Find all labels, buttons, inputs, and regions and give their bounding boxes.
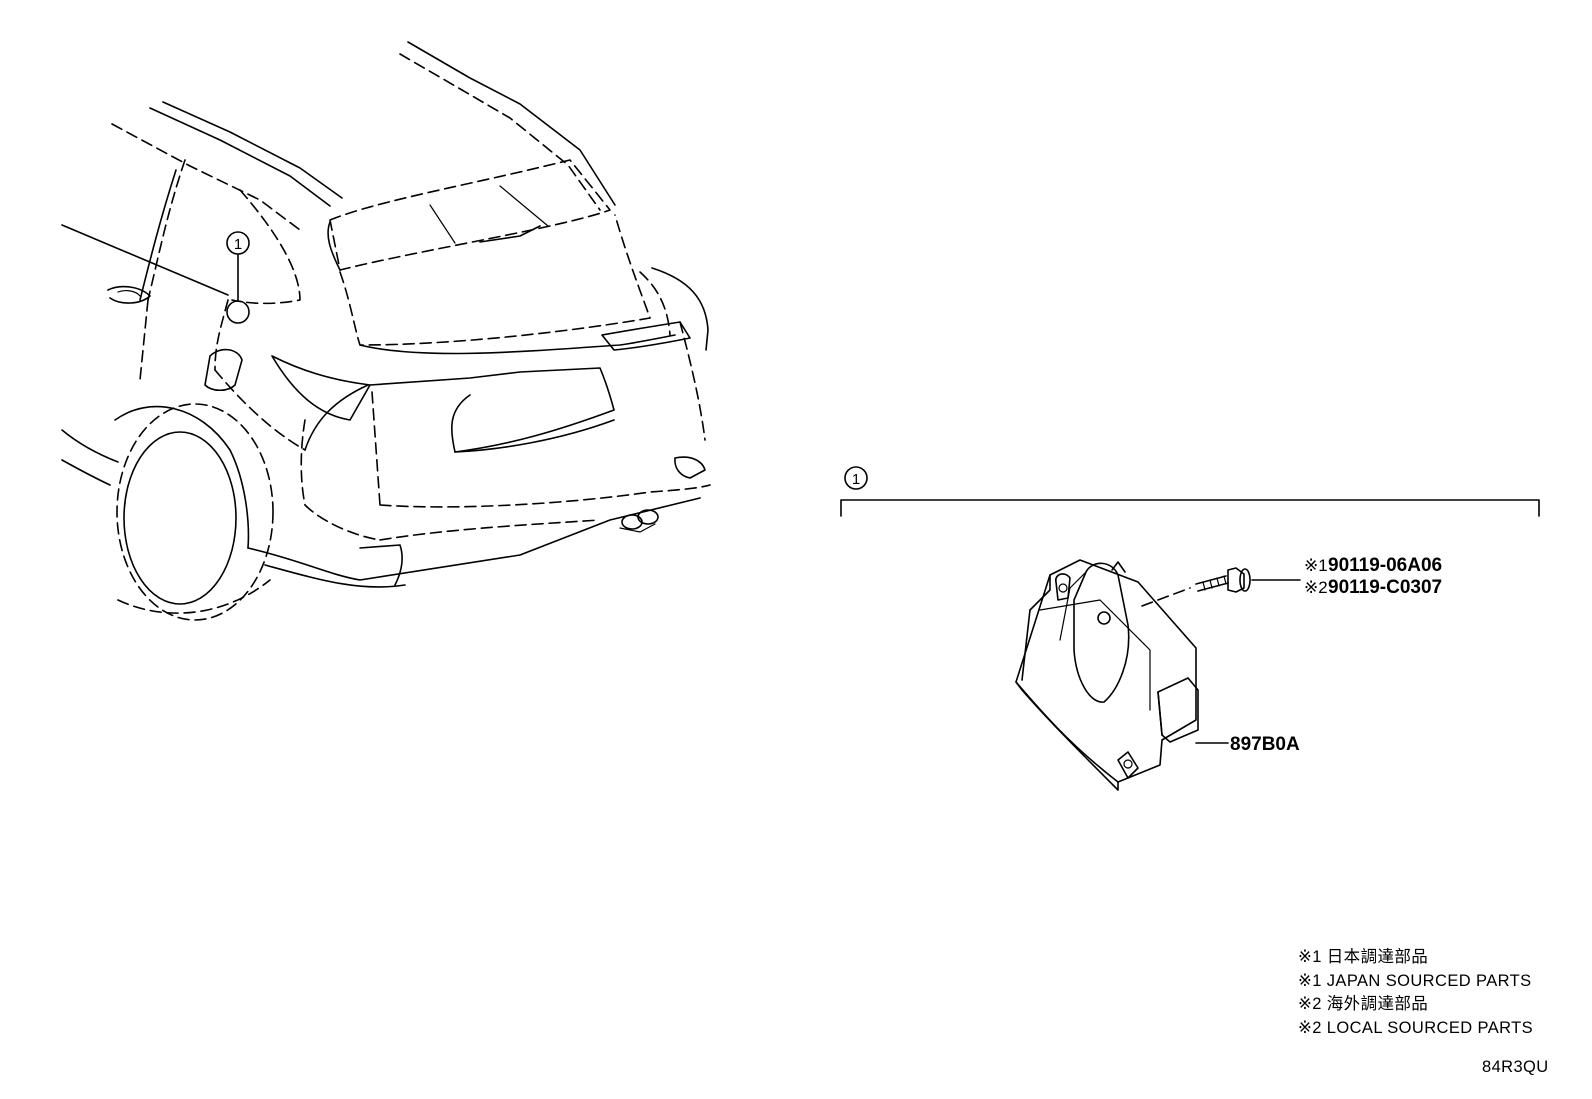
bolt-part-number-local: 90119-C0307 (1328, 577, 1442, 598)
control-module-illustration (1015, 559, 1199, 791)
bolt-ref-mark-1: ※1 (1304, 556, 1328, 575)
vehicle-callout: 1 (226, 231, 250, 255)
note-japan-sourced-en: ※1 JAPAN SOURCED PARTS (1298, 971, 1532, 990)
module-part-number-group: 897B0A (1195, 734, 1300, 755)
note-japan-sourced-jp: ※1 日本調達部品 (1298, 948, 1429, 966)
bolt-ref-mark-2: ※2 (1304, 578, 1328, 597)
sourcing-notes: ※1 日本調達部品 ※1 JAPAN SOURCED PARTS ※2 海外調達… (1298, 946, 1533, 1040)
note-local-sourced-jp: ※2 海外調達部品 (1298, 995, 1429, 1013)
bolt-part-numbers: ※1 90119-06A06 ※2 90119-C0307 (1304, 555, 1442, 598)
group-bracket: 1 (840, 466, 1540, 517)
group-callout-number: 1 (852, 471, 860, 488)
vehicle-illustration (61, 41, 711, 621)
vehicle-callout-number: 1 (234, 236, 242, 253)
module-part-number: 897B0A (1230, 734, 1300, 755)
diagram-id: 84R3QU (1482, 1058, 1549, 1076)
bolt-part-number-japan: 90119-06A06 (1328, 555, 1442, 576)
bolt-illustration (1141, 567, 1301, 607)
note-local-sourced-en: ※2 LOCAL SOURCED PARTS (1298, 1018, 1534, 1037)
